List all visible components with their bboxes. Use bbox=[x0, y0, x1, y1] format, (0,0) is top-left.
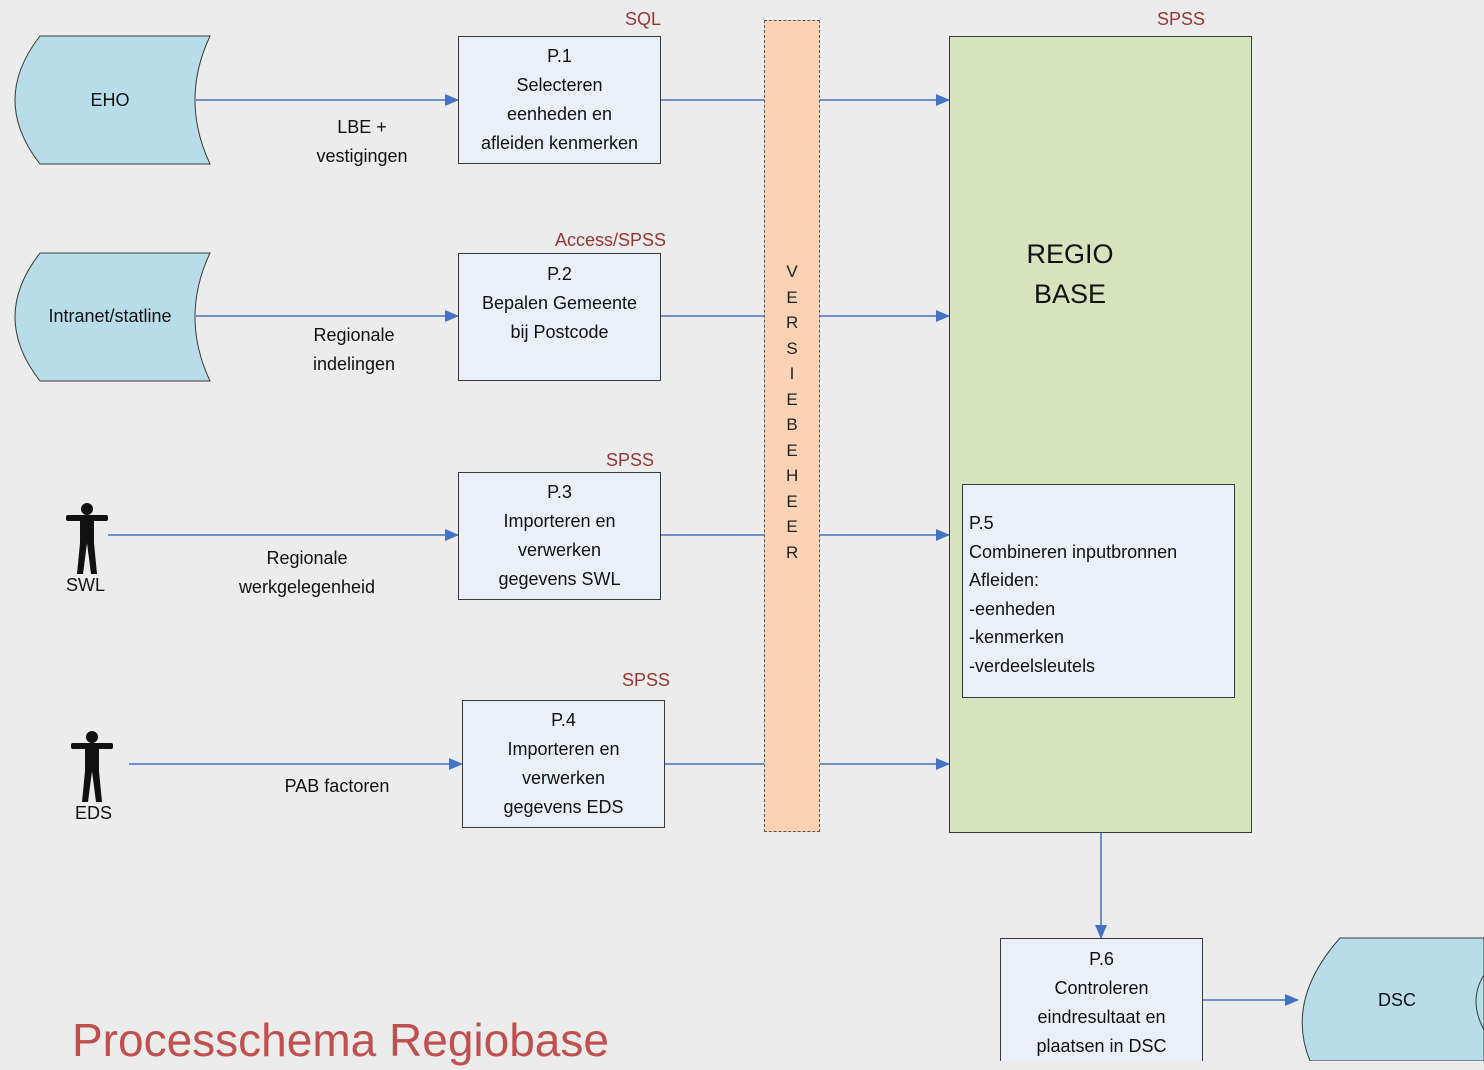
tool-label-p2: Access/SPSS bbox=[555, 230, 667, 250]
process-p2-id: P.2 bbox=[547, 264, 572, 284]
process-p1: P.1 Selecteren eenheden en afleiden kenm… bbox=[458, 36, 661, 164]
versiebeheer-bar: VERSIEBEHEER bbox=[764, 20, 820, 832]
page-title: Processchema Regiobase bbox=[72, 1014, 609, 1066]
store-eho-shape bbox=[14, 35, 211, 165]
process-p1-id: P.1 bbox=[547, 46, 572, 66]
process-p4: P.4 Importeren en verwerken gegevens EDS bbox=[462, 700, 665, 828]
actor-eds-icon bbox=[71, 731, 113, 802]
actor-swl-icon bbox=[66, 503, 108, 574]
process-p6: P.6 Controleren eindresultaat en plaatse… bbox=[1000, 938, 1203, 1061]
tool-label-p4: SPSS bbox=[622, 670, 671, 690]
tool-label-p1: SQL bbox=[625, 9, 662, 29]
process-p4-id: P.4 bbox=[551, 710, 576, 730]
versiebeheer-label: VERSIEBEHEER bbox=[786, 262, 799, 562]
flow-label-eho-p1: LBE +vestigingen bbox=[316, 117, 408, 166]
actor-eds-label: EDS bbox=[75, 803, 113, 823]
store-dsc-label: DSC bbox=[1377, 990, 1416, 1010]
flow-label-eds-p4: PAB factoren bbox=[284, 776, 390, 796]
tool-label-regiobase: SPSS bbox=[1157, 9, 1206, 29]
tool-label-p3: SPSS bbox=[606, 450, 655, 470]
process-p3: P.3 Importeren en verwerken gegevens SWL bbox=[458, 472, 661, 600]
process-p5: P.5 Combineren inputbronnen Afleiden: -e… bbox=[962, 484, 1235, 698]
store-intranet-label: Intranet/statline bbox=[48, 306, 172, 326]
regiobase-block bbox=[949, 36, 1252, 833]
store-eho-label: EHO bbox=[90, 90, 130, 110]
store-dsc-shape bbox=[1301, 937, 1484, 1061]
process-p6-id: P.6 bbox=[1089, 949, 1114, 969]
process-p3-id: P.3 bbox=[547, 482, 572, 502]
store-intranet-shape bbox=[14, 252, 211, 382]
process-p2: P.2 Bepalen Gemeente bij Postcode bbox=[458, 253, 661, 381]
regiobase-title: REGIO BASE bbox=[1026, 239, 1114, 309]
actor-swl-label: SWL bbox=[66, 575, 106, 595]
store-dsc-inner-curve bbox=[1475, 974, 1484, 1031]
process-p5-id: P.5 bbox=[969, 513, 994, 533]
